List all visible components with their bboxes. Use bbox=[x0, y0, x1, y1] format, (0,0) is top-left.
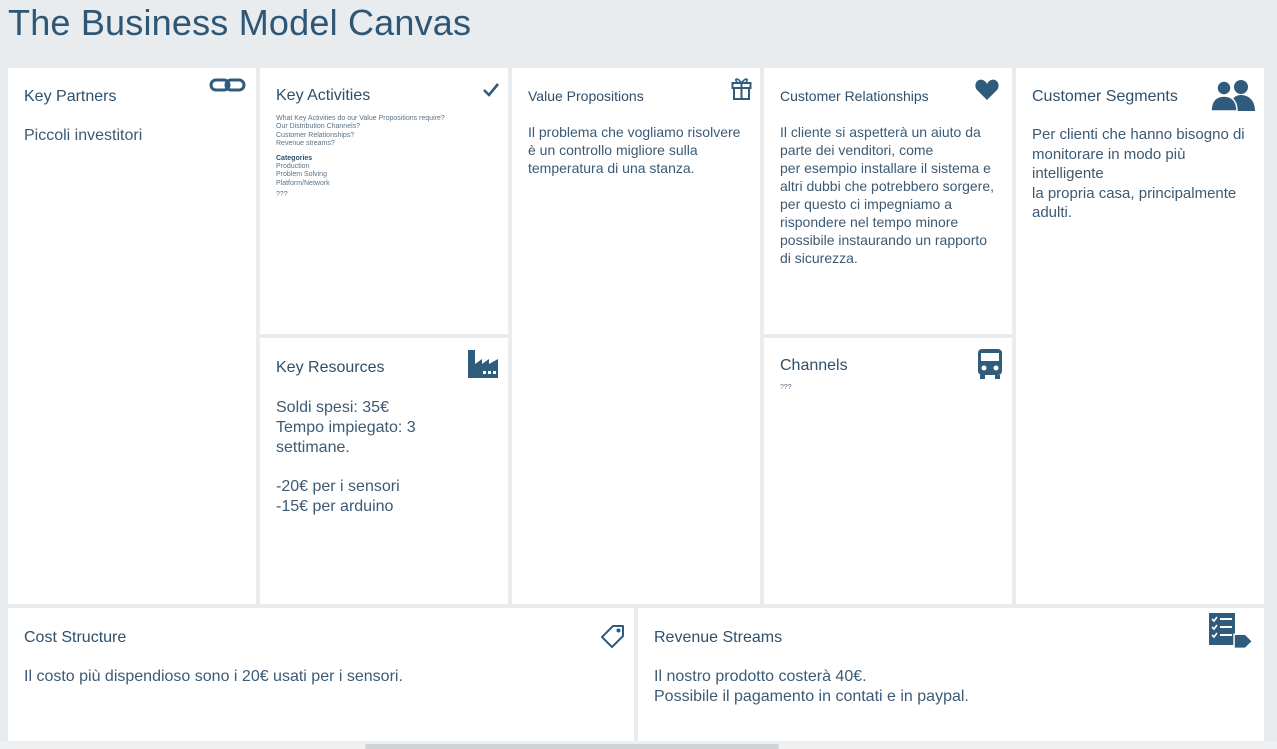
value-propositions-card[interactable]: Value Propositions Il problema che vogli… bbox=[512, 68, 760, 604]
customer-relationships-title: Customer Relationships bbox=[780, 88, 929, 104]
price-tag-icon bbox=[600, 624, 626, 648]
heart-icon bbox=[975, 79, 999, 100]
truck-icon bbox=[977, 348, 1003, 380]
key-resources-body: Soldi spesi: 35€ Tempo impiegato: 3 sett… bbox=[276, 399, 416, 515]
checkmark-icon bbox=[483, 83, 499, 97]
cost-structure-card[interactable]: Cost Structure Il costo più dispendioso … bbox=[8, 608, 634, 741]
key-activities-title: Key Activities bbox=[276, 87, 371, 104]
revenue-streams-title: Revenue Streams bbox=[654, 629, 783, 646]
key-partners-title: Key Partners bbox=[24, 88, 117, 105]
customer-relationships-card[interactable]: Customer Relationships Il cliente si asp… bbox=[764, 68, 1012, 334]
checklist-tag-icon bbox=[1208, 612, 1252, 658]
users-icon bbox=[1210, 79, 1256, 111]
horizontal-scrollbar[interactable] bbox=[365, 744, 779, 749]
revenue-streams-body: Il nostro prodotto costerà 40€. Possibil… bbox=[654, 668, 969, 705]
value-propositions-body: Il problema che vogliamo risolvere è un … bbox=[528, 124, 741, 176]
customer-segments-title: Customer Segments bbox=[1032, 88, 1178, 105]
gift-icon bbox=[731, 76, 752, 100]
channels-placeholder: ??? bbox=[780, 384, 792, 391]
channels-title: Channels bbox=[780, 357, 848, 374]
customer-relationships-body: Il cliente si aspetterà un aiuto da part… bbox=[780, 124, 995, 266]
key-activities-hint: What Key Activities do our Value Proposi… bbox=[276, 115, 445, 148]
value-propositions-title: Value Propositions bbox=[528, 88, 644, 104]
customer-segments-body: Per clienti che hanno bisogno di monitor… bbox=[1032, 126, 1245, 221]
page-title: The Business Model Canvas bbox=[8, 2, 472, 43]
key-activities-placeholder: ??? bbox=[276, 191, 288, 198]
key-activities-card[interactable]: Key Activities What Key Activities do ou… bbox=[260, 68, 508, 334]
key-partners-card[interactable]: Key Partners Piccoli investitori bbox=[8, 68, 256, 604]
key-resources-card[interactable]: Key Resources Soldi spesi: 35€ Tempo imp… bbox=[260, 338, 508, 604]
key-partners-body: Piccoli investitori bbox=[24, 127, 143, 144]
key-activities-categories-label: Categories bbox=[276, 155, 313, 162]
customer-segments-card[interactable]: Customer Segments Per clienti che hanno … bbox=[1016, 68, 1264, 604]
cost-structure-title: Cost Structure bbox=[24, 629, 127, 646]
key-activities-categories: Production Problem Solving Platform/Netw… bbox=[276, 163, 330, 187]
cost-structure-body: Il costo più dispendioso sono i 20€ usat… bbox=[24, 668, 403, 685]
channels-card[interactable]: Channels ??? bbox=[764, 338, 1012, 604]
link-icon bbox=[209, 77, 247, 93]
key-resources-title: Key Resources bbox=[276, 359, 385, 376]
revenue-streams-card[interactable]: Revenue Streams Il nostro prodotto coste… bbox=[638, 608, 1264, 741]
factory-icon bbox=[468, 348, 498, 378]
